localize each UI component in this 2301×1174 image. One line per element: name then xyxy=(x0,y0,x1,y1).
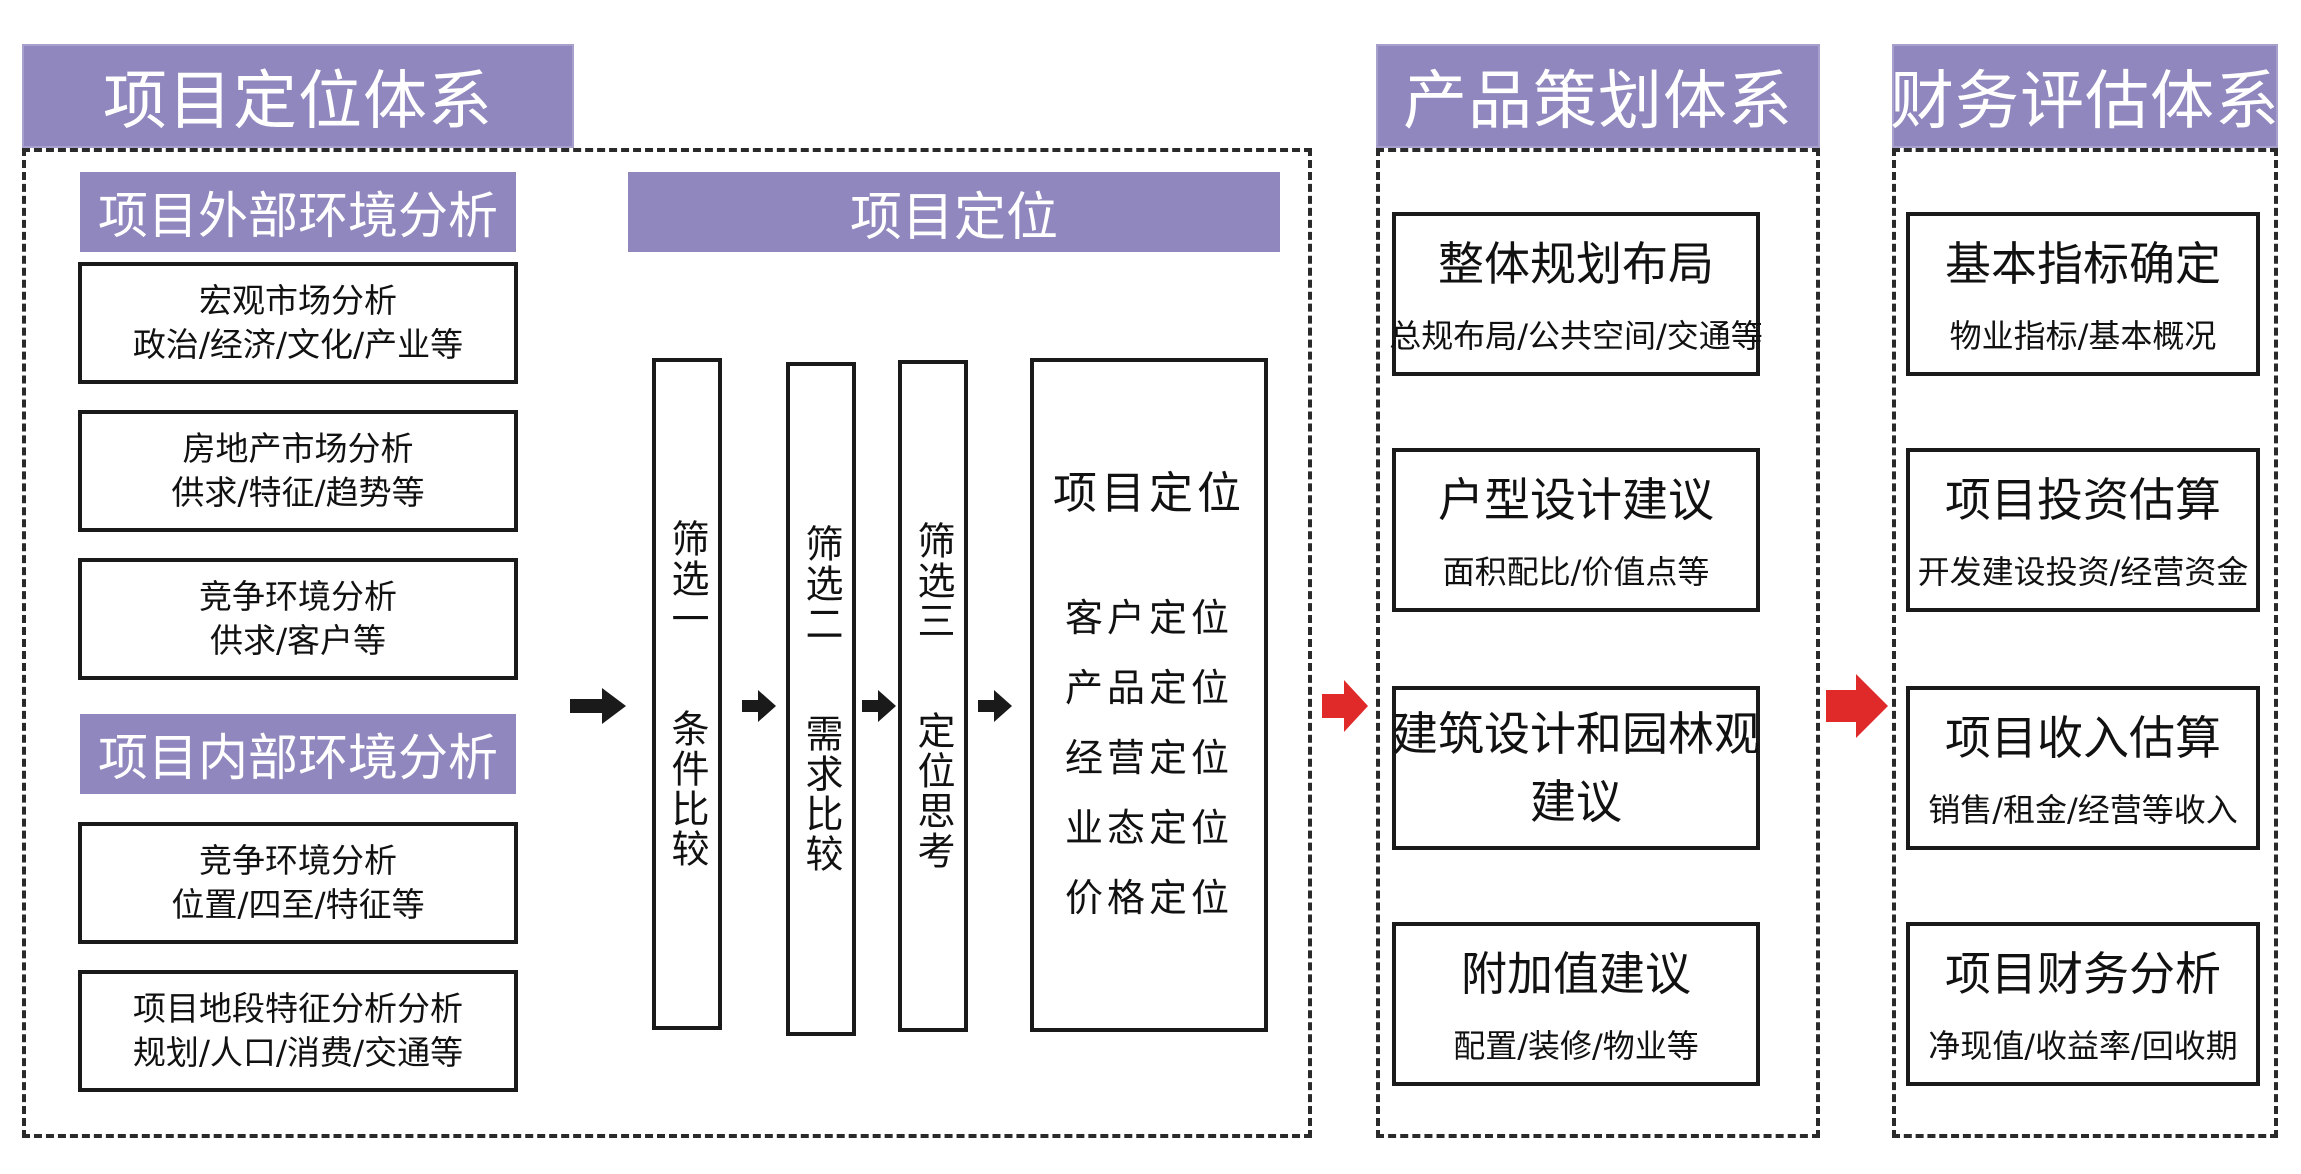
card-title: 附加值建议 xyxy=(1461,947,1691,1001)
positioning-result-title: 项目定位 xyxy=(1053,468,1245,519)
product-card-unit-design: 户型设计建议 面积配比/价值点等 xyxy=(1392,448,1760,612)
header-positioning-system: 项目定位体系 xyxy=(22,44,574,148)
card-subtitle: 配置/装修/物业等 xyxy=(1453,1027,1699,1065)
product-card-added-value: 附加值建议 配置/装修/物业等 xyxy=(1392,922,1760,1086)
finance-card-investment: 项目投资估算 开发建设投资/经营资金 xyxy=(1906,448,2260,612)
card-subtitle: 开发建设投资/经营资金 xyxy=(1917,553,2249,591)
positioning-item: 业态定位 xyxy=(1064,806,1233,850)
card-title: 整体规划布局 xyxy=(1438,237,1714,291)
header-finance-system: 财务评估体系 xyxy=(1890,44,2279,148)
product-card-planning: 整体规划布局 总规布局/公共空间/交通等 xyxy=(1389,212,1763,376)
finance-card-income: 项目收入估算 销售/租金/经营等收入 xyxy=(1906,686,2260,850)
analysis-box-macro: 宏观市场分析 政治/经济/文化/产业等 xyxy=(78,262,518,384)
internal-analysis-title: 项目内部环境分析 xyxy=(80,714,516,794)
product-card-architecture: 建筑设计和园林观 建议 xyxy=(1392,686,1760,850)
card-title-line2: 建议 xyxy=(1530,775,1622,829)
filter-column-3: 筛选三 定位思考 xyxy=(898,360,968,1032)
arrow-right-icon xyxy=(570,688,626,724)
panel-finance xyxy=(1892,148,2278,1138)
analysis-detail: 供求/客户等 xyxy=(209,621,387,660)
analysis-box-site: 项目地段特征分析分析 规划/人口/消费/交通等 xyxy=(78,970,518,1092)
positioning-item: 经营定位 xyxy=(1064,736,1233,780)
card-subtitle: 总规布局/公共空间/交通等 xyxy=(1389,317,1763,355)
finance-card-analysis: 项目财务分析 净现值/收益率/回收期 xyxy=(1906,922,2260,1086)
panel-product xyxy=(1376,148,1820,1138)
analysis-detail: 政治/经济/文化/产业等 xyxy=(132,325,464,364)
card-title: 项目财务分析 xyxy=(1945,947,2221,1001)
filter-column-1: 筛选一 条件比较 xyxy=(652,358,722,1030)
analysis-title: 竞争环境分析 xyxy=(199,841,397,880)
arrow-right-red-icon xyxy=(1322,680,1368,732)
filter-detail: 需求比较 xyxy=(799,714,843,874)
filter-detail: 定位思考 xyxy=(911,711,955,871)
card-title-line1: 建筑设计和园林观 xyxy=(1392,707,1760,761)
analysis-box-realestate: 房地产市场分析 供求/特征/趋势等 xyxy=(78,410,518,532)
analysis-box-competition: 竞争环境分析 供求/客户等 xyxy=(78,558,518,680)
panel-positioning xyxy=(22,148,1312,1138)
card-title: 项目投资估算 xyxy=(1945,473,2221,527)
filter-label: 筛选三 xyxy=(911,521,955,641)
positioning-item: 产品定位 xyxy=(1064,666,1233,710)
card-subtitle: 面积配比/价值点等 xyxy=(1442,553,1710,591)
card-subtitle: 物业指标/基本概况 xyxy=(1949,317,2217,355)
filter-label: 筛选一 xyxy=(665,519,709,639)
analysis-detail: 位置/四至/特征等 xyxy=(171,885,425,924)
filter-column-2: 筛选二 需求比较 xyxy=(786,362,856,1036)
positioning-header: 项目定位 xyxy=(628,172,1280,252)
analysis-title: 房地产市场分析 xyxy=(182,429,414,468)
positioning-result-box: 项目定位 客户定位 产品定位 经营定位 业态定位 价格定位 xyxy=(1030,358,1268,1032)
filter-detail: 条件比较 xyxy=(665,709,709,869)
finance-card-indicators: 基本指标确定 物业指标/基本概况 xyxy=(1906,212,2260,376)
filter-label: 筛选二 xyxy=(799,524,843,644)
arrow-right-icon xyxy=(742,690,776,722)
analysis-detail: 供求/特征/趋势等 xyxy=(171,473,425,512)
external-analysis-title: 项目外部环境分析 xyxy=(80,172,516,252)
card-subtitle: 净现值/收益率/回收期 xyxy=(1928,1027,2238,1065)
analysis-box-competition-internal: 竞争环境分析 位置/四至/特征等 xyxy=(78,822,518,944)
card-subtitle: 销售/租金/经营等收入 xyxy=(1928,791,2238,829)
analysis-title: 竞争环境分析 xyxy=(199,577,397,616)
analysis-detail: 规划/人口/消费/交通等 xyxy=(132,1033,464,1072)
arrow-right-icon xyxy=(862,690,896,722)
analysis-title: 项目地段特征分析分析 xyxy=(133,989,463,1028)
arrow-right-red-icon xyxy=(1826,674,1888,738)
positioning-item: 客户定位 xyxy=(1064,596,1233,640)
positioning-item: 价格定位 xyxy=(1064,876,1233,920)
card-title: 户型设计建议 xyxy=(1438,473,1714,527)
analysis-title: 宏观市场分析 xyxy=(199,281,397,320)
card-title: 基本指标确定 xyxy=(1945,237,2221,291)
card-title: 项目收入估算 xyxy=(1945,711,2221,765)
arrow-right-icon xyxy=(978,690,1012,722)
header-product-system: 产品策划体系 xyxy=(1376,44,1820,148)
